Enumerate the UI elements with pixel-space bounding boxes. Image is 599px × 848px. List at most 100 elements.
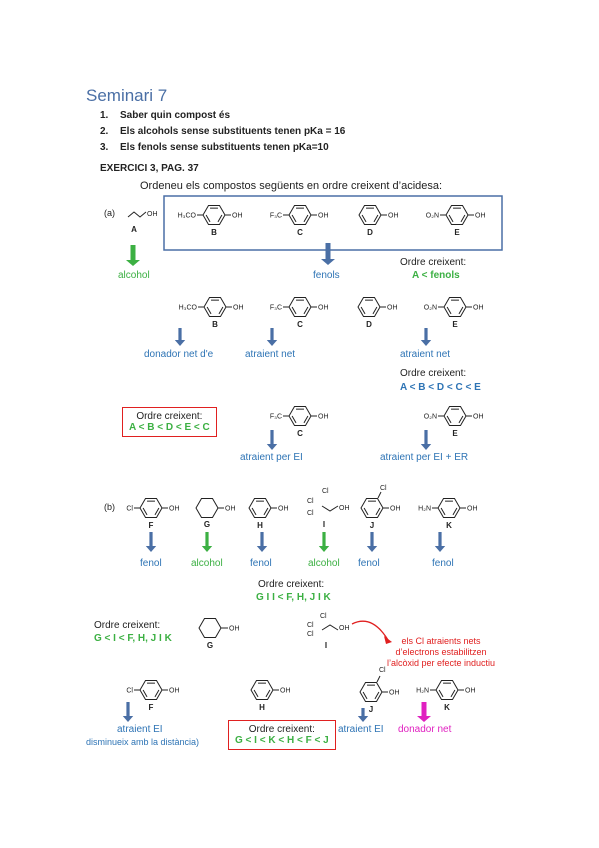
order-box-b: Ordre creixent: G < I < K < H < F < J [228, 720, 336, 750]
label-F-fenol: fenol [140, 558, 162, 569]
compound-C-ring [288, 204, 312, 226]
compound-F-substituent: Cl [126, 506, 133, 513]
bond [377, 491, 382, 499]
list-item: 1.Saber quin compost és [100, 110, 231, 121]
row3-C-substituent: F₃C [270, 414, 282, 421]
row3-J-ring [359, 681, 383, 703]
label-donador: donador net d'e [144, 349, 214, 360]
row2-I-cl2: Cl [307, 622, 314, 629]
compound-K-ring [437, 497, 461, 519]
row2-I-cl1: Cl [320, 613, 327, 620]
row2-D-oh: OH [387, 305, 398, 312]
row2-C-oh: OH [318, 305, 329, 312]
order-value-1: A < fenols [412, 270, 460, 281]
row3-F-oh: OH [169, 688, 180, 695]
row2-E-substituent: O₂N [424, 305, 437, 312]
part-b-label: (b) [104, 502, 115, 512]
arrow-F3 [122, 702, 134, 722]
compound-F-ring [139, 497, 163, 519]
label-disminueix: disminueix amb la distància) [86, 737, 200, 747]
row3-C-oh: OH [318, 414, 329, 421]
compound-C-oh: OH [318, 213, 329, 220]
page-title: Seminari 7 [86, 86, 168, 105]
row3-K-letter: K [444, 703, 450, 712]
arrow-atraient-e [420, 328, 432, 346]
compound-E-substituent: O₂N [426, 213, 439, 220]
label-atraient-e: atraient net [400, 349, 451, 360]
note-inductive: els Cl atraients nets d’electrons estabi… [386, 636, 496, 668]
row2-I-cl3: Cl [307, 631, 314, 638]
exercise-heading: EXERCICI 3, PAG. 37 [100, 163, 199, 174]
A-letter: A [131, 225, 137, 234]
row3-E-oh: OH [473, 414, 484, 421]
I-oh: OH [339, 505, 350, 512]
arrow-J3 [357, 708, 369, 722]
compound-B-letter: B [211, 228, 217, 237]
curved-arrow-head [384, 636, 392, 644]
arrow-J [366, 532, 378, 552]
I-cl2: Cl [307, 498, 314, 505]
compound-H-ring [248, 497, 272, 519]
label-atraient-eier: atraient per EI + ER [380, 452, 469, 463]
list-item: 3.Els fenols sense substituents tenen pK… [100, 142, 329, 153]
row2-B-ring [203, 296, 227, 318]
order-box-a: Ordre creixent: A < B < D < E < C [122, 407, 217, 437]
bond [376, 675, 381, 683]
order-label-2: Ordre creixent: [400, 368, 467, 379]
row3-F-ring [139, 679, 163, 701]
label-atraient-ei-F: atraient EI [117, 724, 163, 735]
row2-C-letter: C [297, 320, 303, 329]
row3-J-letter: J [369, 705, 373, 714]
arrow-K [434, 532, 446, 552]
row2-G-letter: G [207, 641, 213, 650]
arrow-I [318, 532, 330, 552]
order-value-2: A < B < D < C < E [400, 382, 481, 393]
compound-C-substituent: F₃C [270, 213, 282, 220]
order-label-b1: Ordre creixent: [258, 579, 325, 590]
row3-F-letter: F [149, 703, 154, 712]
row2-G-oh: OH [229, 626, 240, 633]
arrow-G [201, 532, 213, 552]
A-oh: OH [147, 211, 158, 218]
arrow-donador [174, 328, 186, 346]
compound-K-oh: OH [467, 506, 478, 513]
row3-H-ring [250, 679, 274, 701]
compound-E-letter: E [454, 228, 460, 237]
intro-list: 1.Saber quin compost és 2.Els alcohols s… [100, 108, 345, 156]
order-value-b2: G < I < F, H, J I K [94, 633, 172, 644]
row2-E-oh: OH [473, 305, 484, 312]
label-atraient-c: atraient net [245, 349, 296, 360]
row3-K-oh: OH [465, 688, 476, 695]
compound-G-ring [195, 497, 219, 519]
label-J-fenol: fenol [358, 558, 380, 569]
compound-J-oh: OH [390, 506, 401, 513]
arrow-alcohol [126, 245, 140, 266]
row3-H-letter: H [259, 703, 265, 712]
compound-K-substituent: H₂N [418, 506, 431, 513]
compound-H-letter: H [257, 521, 263, 530]
row3-E-substituent: O₂N [424, 414, 437, 421]
label-donador-K: donador net [398, 724, 452, 735]
label-atraient-ei: atraient per EI [240, 452, 303, 463]
curved-arrow [351, 620, 389, 641]
compound-D-letter: D [367, 228, 373, 237]
compound-C-letter: C [297, 228, 303, 237]
list-item: 2.Els alcohols sense substituents tenen … [100, 126, 346, 137]
arrow-atraient-c [266, 328, 278, 346]
exercise-instruction: Ordeneu els compostos següents en ordre … [140, 180, 443, 192]
order-label-b2: Ordre creixent: [94, 620, 161, 631]
compound-J-letter: J [370, 521, 374, 530]
row3-J-oh: OH [389, 690, 400, 697]
label-atraient-ei-J: atraient EI [338, 724, 384, 735]
arrow-fenols [321, 243, 335, 265]
row3-F-substituent: Cl [126, 688, 133, 695]
row2-I-oh: OH [339, 625, 350, 632]
I-cl3: Cl [307, 510, 314, 517]
row2-I-chain [321, 624, 339, 631]
label-fenols: fenols [313, 270, 340, 281]
row2-G-ring [198, 617, 222, 639]
label-H-fenol: fenol [250, 558, 272, 569]
row2-B-oh: OH [233, 305, 244, 312]
arrow-K3 [417, 702, 431, 722]
